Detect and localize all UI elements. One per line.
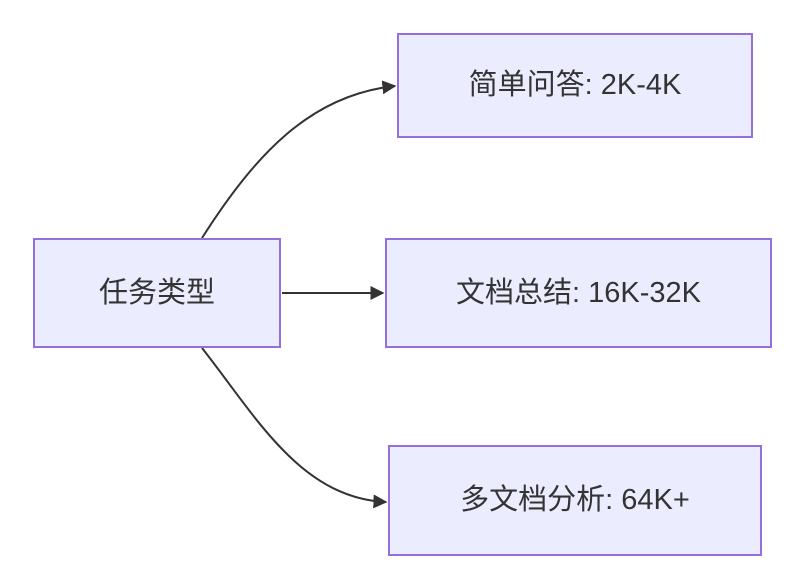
edge-root-to-multidoc [201, 347, 388, 509]
node-simple-qa-label: 简单问答: 2K-4K [468, 69, 682, 101]
node-doc-summary-label: 文档总结: 16K-32K [456, 276, 701, 309]
edge-root-to-simple-qa [201, 80, 397, 239]
node-task-type: 任务类型 [33, 238, 281, 348]
node-simple-qa: 简单问答: 2K-4K [397, 33, 753, 138]
node-multidoc-analysis-label: 多文档分析: 64K+ [460, 484, 690, 516]
node-task-type-label: 任务类型 [98, 276, 215, 309]
node-multidoc-analysis: 多文档分析: 64K+ [388, 445, 762, 556]
node-doc-summary: 文档总结: 16K-32K [385, 238, 772, 348]
